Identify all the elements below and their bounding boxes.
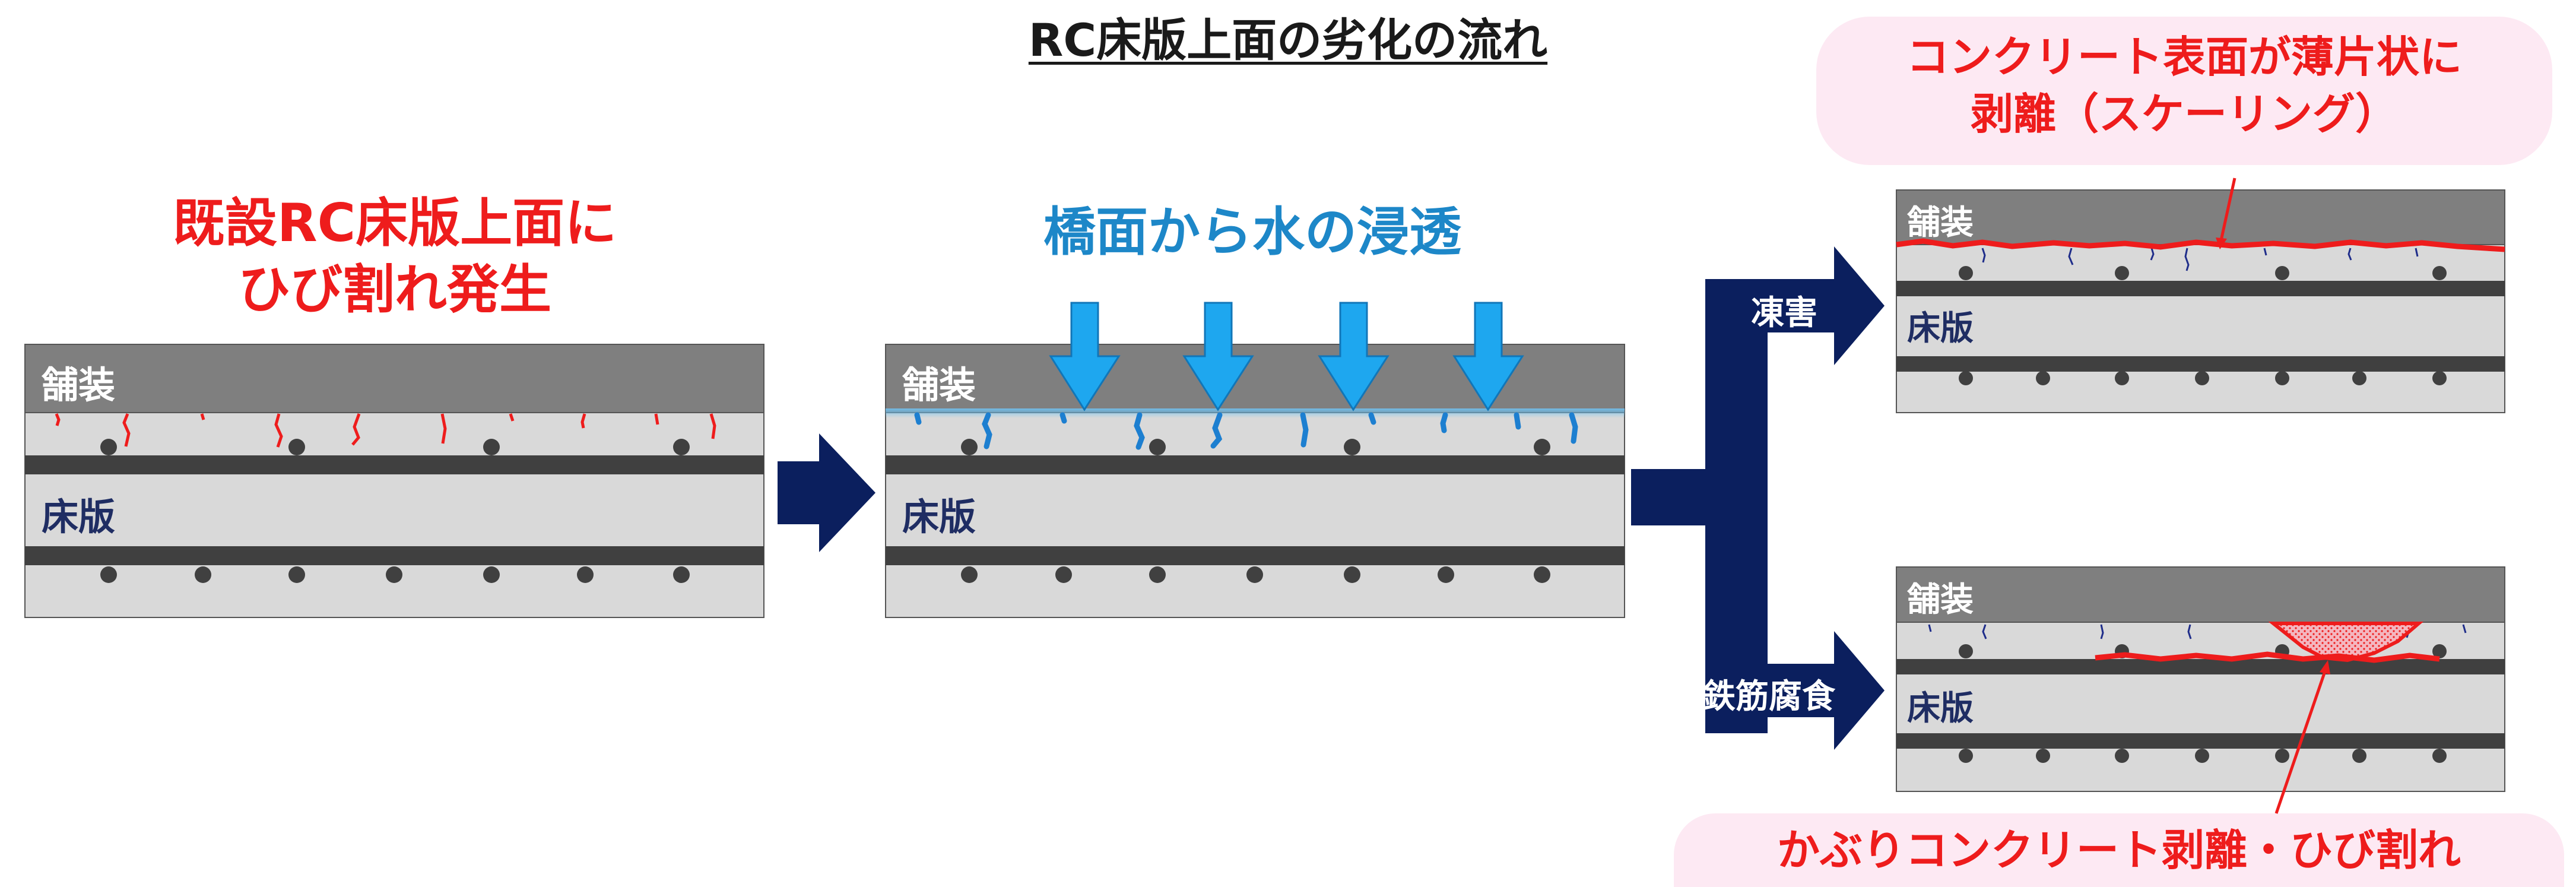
panel3-slab-label: 床版	[1907, 309, 1974, 348]
branch-arrow	[1631, 246, 1885, 750]
flow-arrow-1	[778, 433, 875, 552]
stage1-caption: 既設RC床版上面に ひび割れ発生	[24, 190, 766, 323]
panel1-slab	[24, 412, 764, 618]
panel3-top-rebar	[1896, 281, 2505, 296]
stage1-caption-line2: ひび割れ発生	[237, 259, 551, 320]
panel-rebar-corrosion	[1896, 566, 2505, 814]
panel3-thin-cracks	[1981, 248, 2419, 271]
panel2-pavement-label: 舗装	[902, 363, 976, 407]
panel4-slab	[1896, 622, 2505, 792]
panel3-bottom-rebar	[1896, 356, 2505, 372]
branch-label-corrosion: 鉄筋腐食	[1702, 677, 1835, 716]
panel4-bottom-rebar	[1896, 733, 2505, 749]
panel1-pavement-label: 舗装	[42, 363, 116, 407]
panel2-top-rebar	[886, 455, 1625, 474]
panel1-top-rebar	[25, 455, 764, 474]
panel1-slab-label: 床版	[42, 495, 116, 538]
panel4-callout-pointer	[2274, 669, 2327, 814]
stage1-caption-line1: 既設RC床版上面に	[172, 192, 617, 254]
stage2-caption: 橋面から水の浸透	[1043, 201, 1461, 262]
panel3-pavement-label: 舗装	[1907, 204, 1974, 242]
panel2-water-arrows	[1049, 302, 1524, 411]
panel4-slab-label: 床版	[1907, 689, 1974, 728]
panel2-rebar-dots	[961, 439, 1550, 583]
panel1-pavement	[24, 344, 764, 413]
panel4-delamination-crack	[2095, 651, 2440, 663]
callout-scaling-line2: 剥離（スケーリング）	[1970, 89, 2398, 139]
page-title: RC床版上面の劣化の流れ	[1028, 14, 1548, 66]
callout-scaling-line1: コンクリート表面が薄片状に	[1906, 32, 2462, 82]
panel2-slab-label: 床版	[902, 495, 976, 538]
panel2-pavement	[885, 344, 1625, 413]
panel3-callout-pointer	[2219, 178, 2236, 241]
panel3-surface-scaling	[1896, 238, 2505, 252]
branch-label-freeze: 凍害	[1751, 294, 1817, 332]
panel2-bottom-rebar	[886, 546, 1625, 565]
panel2-slab	[885, 412, 1625, 618]
panel1-bottom-rebar	[25, 546, 764, 565]
panel1-rebar-dots	[100, 439, 690, 583]
panel-water-infiltration	[885, 302, 1625, 618]
panel1-cracks	[55, 413, 716, 448]
panel-initial-cracks	[24, 344, 764, 618]
panel-freeze-damage	[1896, 178, 2505, 413]
callout-scaling: コンクリート表面が薄片状に 剥離（スケーリング）	[1816, 17, 2552, 165]
panel3-pavement	[1896, 189, 2505, 245]
panel4-top-rebar	[1896, 659, 2505, 674]
panel2-water-cracks	[914, 412, 1578, 450]
panel4-pavement-label: 舗装	[1907, 581, 1974, 619]
panel3-rebar-dots	[1959, 266, 2447, 385]
panel3-slab	[1896, 244, 2505, 413]
panel2-water-film	[886, 408, 1625, 418]
panel4-pavement	[1896, 566, 2505, 623]
callout-cover-spalling: かぶりコンクリート剥離・ひび割れ	[1674, 813, 2564, 887]
